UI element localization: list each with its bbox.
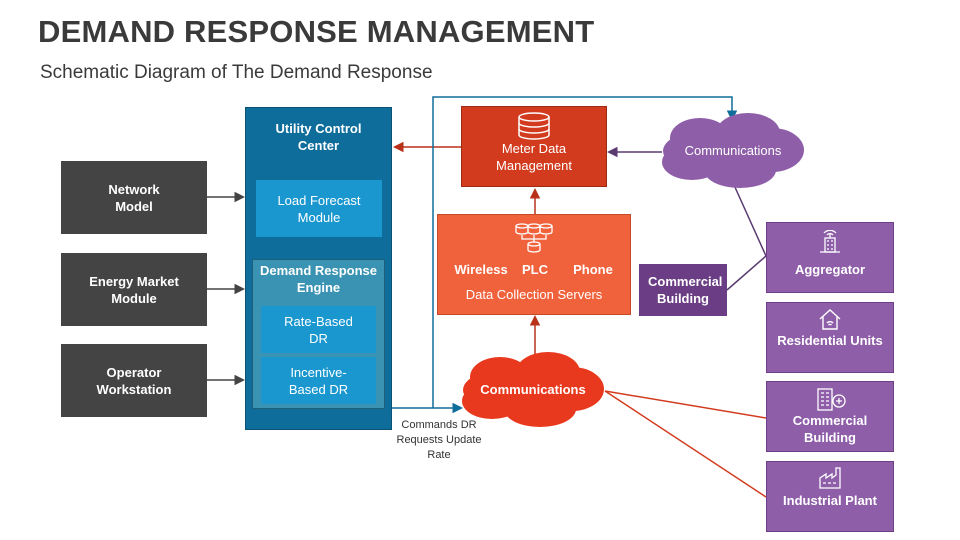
cloud-top [662,113,804,188]
plc-label: PLC [522,262,548,277]
commands-note: Commands DR Requests Update Rate [396,419,482,461]
commercial-building-label: Commercial Building [792,413,868,445]
comm-bottom-label: Communications [480,382,586,397]
load-forecast-box: Load Forecast Module [256,180,382,237]
building-network-icon [820,230,840,253]
network-model-box: Network Model [61,161,207,234]
page-title: DEMAND RESPONSE MANAGEMENT [38,14,595,49]
residential-units-box [766,302,894,373]
rate-based-dr-box: Rate-Based DR [261,306,376,353]
meter-data-management-box [461,106,607,187]
data-collection-servers-box [437,214,631,315]
smart-home-icon [819,309,841,330]
operator-workstation-label: Operator Workstation [96,364,172,397]
operator-workstation-box: Operator Workstation [61,344,207,417]
incentive-based-dr-box: Incentive-Based DR [261,357,376,404]
factory-icon [819,467,841,489]
utility-title: Utility Control Center [275,121,362,153]
rate-based-dr-label: Rate-Based DR [284,313,353,346]
industrial-plant-label: Industrial Plant [783,493,877,508]
commercial-building-box [766,381,894,452]
industrial-plant-box [766,461,894,532]
dr-engine-label: Demand Response Engine [259,263,378,295]
wireless-label: Wireless [454,262,508,277]
database-icon [518,112,550,140]
office-building-icon [817,388,846,411]
page-subtitle: Schematic Diagram of The Demand Response [40,62,433,83]
commercial-building-left-label: Commercial Building [648,274,723,306]
commercial-building-left-box: Commercial Building [639,264,727,316]
comm-top-label: Communications [684,143,782,158]
residential-units-label: Residential Units [777,333,883,348]
network-model-label: Network Model [108,181,160,214]
server-network-icon [515,223,553,253]
energy-market-box: Energy Market Module [61,253,207,326]
energy-market-label: Energy Market Module [89,273,179,306]
aggregator-label: Aggregator [794,262,866,277]
cloud-bottom [462,352,604,427]
incentive-based-dr-label: Incentive-Based DR [288,364,349,397]
dcs-label: Data Collection Servers [465,287,603,302]
mdm-label: Meter Data Management [496,141,572,173]
phone-label: Phone [573,262,613,277]
load-forecast-label: Load Forecast Module [277,192,361,225]
